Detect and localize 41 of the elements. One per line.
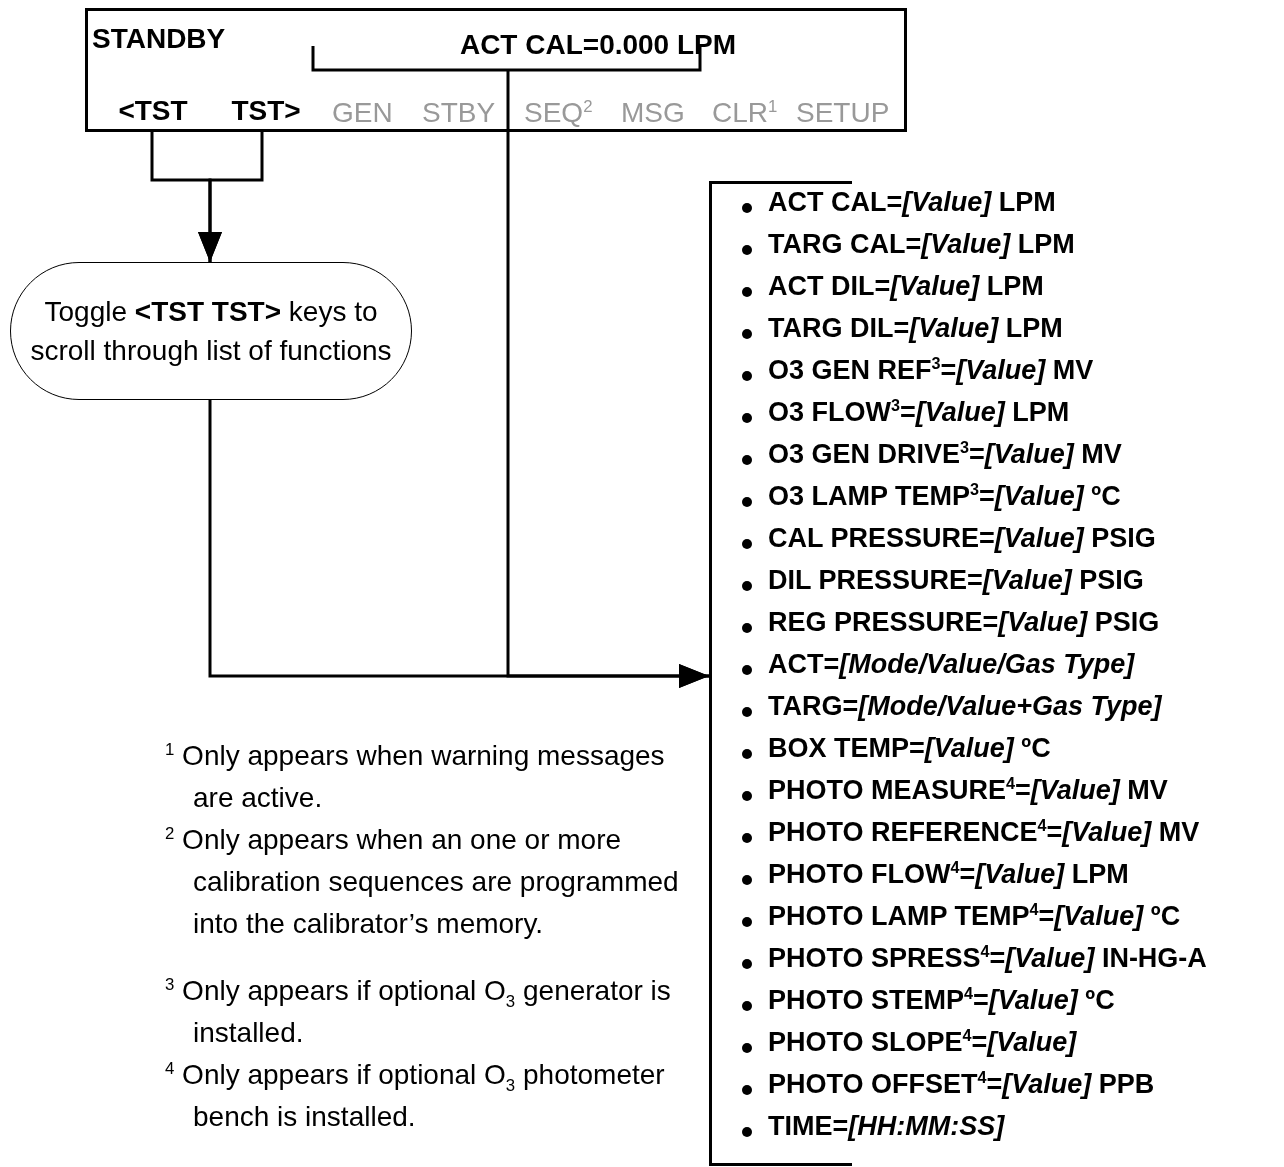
footnote: $^{2}$ Only appears when an one or more calibration sequences are programmed into the calibrator’s memory. [165,822,680,941]
function-item: PHOTO OFFSET$^{4}$=[Value] PPB [768,1069,1155,1100]
menu-key: TST> [224,95,308,133]
footnote: $^{4}$ Only appears if optional O$_{3}$ photometer bench is installed. [165,1057,666,1134]
function-item: TARG=[Mode/Value+Gas Type] [768,691,1162,722]
footnote: $^{3}$ Only appears if optional O$_{3}$ generator is installed. [165,973,672,1050]
arrow [198,132,264,262]
status-text: STANDBY [92,23,226,55]
function-item: TARG DIL=[Value] LPM [768,313,1063,344]
function-item: O3 GEN DRIVE$^{3}$=[Value] MV [768,439,1122,470]
instruction-text: Toggle <TST TST> keys to scroll through list of functions [29,295,393,368]
function-item: ACT CAL=[Value] LPM [768,187,1056,218]
menu-key: GEN [332,97,393,129]
footnote: $^{1}$ Only appears when warning messages are active. [165,738,666,815]
function-item: PHOTO REFERENCE$^{4}$=[Value] MV [768,817,1200,848]
function-item: PHOTO SLOPE$^{4}$=[Value] [768,1027,1077,1058]
function-item: ACT=[Mode/Value/Gas Type] [768,649,1135,680]
menu-key: MSG [621,97,685,129]
status-text: ACT CAL=0.000 LPM [358,29,838,69]
function-item: CAL PRESSURE=[Value] PSIG [768,523,1156,554]
menu-key: <TST [110,95,196,133]
function-item: O3 GEN REF$^{3}$=[Value] MV [768,355,1094,386]
function-item: PHOTO FLOW$^{4}$=[Value] LPM [768,859,1129,890]
function-item: O3 FLOW$^{3}$=[Value] LPM [768,397,1070,428]
function-item: REG PRESSURE=[Value] PSIG [768,607,1160,638]
menu-key: SETUP [796,97,890,129]
function-item: BOX TEMP=[Value] ºC [768,733,1051,764]
menu-key: CLR$^{1}$ [712,97,778,129]
function-item: TIME=[HH:MM:SS] [768,1111,1005,1142]
arrow [311,44,711,688]
function-item: TARG CAL=[Value] LPM [768,229,1075,260]
function-item: DIL PRESSURE=[Value] PSIG [768,565,1144,596]
function-item: ACT DIL=[Value] LPM [768,271,1044,302]
function-item: PHOTO LAMP TEMP$^{4}$=[Value] ºC [768,901,1181,932]
function-item: PHOTO STEMP$^{4}$=[Value] ºC [768,985,1115,1016]
menu-key: SEQ$^{2}$ [524,97,593,129]
display-panel [85,8,907,132]
function-item: O3 LAMP TEMP$^{3}$=[Value] ºC [768,481,1121,512]
menu-key: STBY [422,97,496,129]
function-item: PHOTO SPRESS$^{4}$=[Value] IN-HG-A [768,943,1207,974]
function-item: PHOTO MEASURE$^{4}$=[Value] MV [768,775,1168,806]
